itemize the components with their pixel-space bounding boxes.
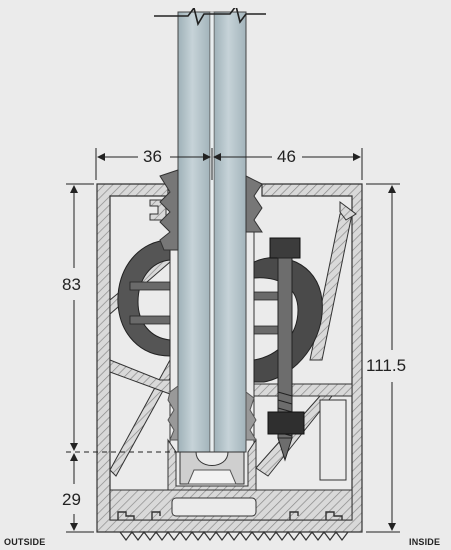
glass-channel-floor [167,438,257,491]
right-upper-cavity [319,399,347,481]
outside-top-gasket [159,169,179,251]
glass-pane-outer [177,11,211,453]
dimension-lines [66,148,400,533]
base-cavity [171,497,257,517]
glass-break-mark [154,4,266,27]
bottom-slot-right-2 [325,511,343,520]
bolt-head [269,237,301,259]
inside-wedge-body [253,257,323,383]
outside-wedge-fins [129,281,171,325]
outside-wedge-body [117,239,171,357]
glass-pane-inner [213,11,247,453]
setting-block-foot [187,469,237,485]
bottom-slot-right-1 [289,511,299,520]
left-chamber-wall [109,359,171,395]
inside-label: INSIDE [409,537,441,547]
dim-label-36: 36 [143,147,162,166]
dim-label-29: 29 [62,490,81,509]
outside-label: OUTSIDE [4,537,46,547]
aluminium-profile [96,183,363,541]
bolt-tip [277,437,293,462]
bottom-slot-left-2 [151,511,161,520]
dim-label-83: 83 [62,275,81,294]
dim-label-111-5: 111.5 [366,356,407,375]
inside-clamp [245,175,323,462]
outside-lower-gasket [167,385,179,441]
dim-label-46: 46 [277,147,296,166]
glass-break-gap [178,0,246,8]
right-chamber-wall [253,383,353,397]
right-top-hook [339,201,357,221]
bolt-nut [267,411,305,435]
glass-interlayer [209,11,215,453]
bottom-serrations [119,531,349,541]
outside-wedge [117,169,179,441]
bottom-slot-left-1 [117,511,135,520]
inside-lower-gasket [245,391,257,441]
inside-top-gasket [245,175,263,233]
